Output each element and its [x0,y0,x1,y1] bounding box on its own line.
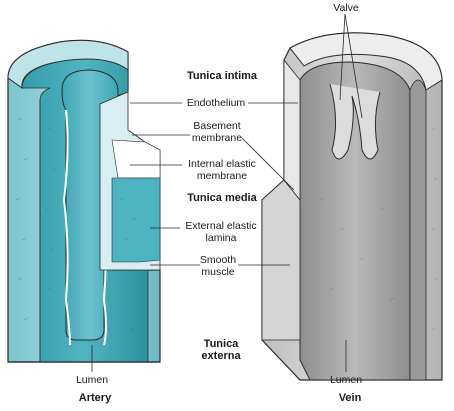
label-external-elastic-1: External elastic [185,220,257,232]
label-lumen-artery: Lumen [75,374,109,386]
label-vein: Vein [338,392,362,404]
label-smooth-muscle-2: muscle [201,266,235,278]
label-artery: Artery [78,392,112,404]
label-internal-elastic-2: membrane [196,170,248,182]
label-tunica-media: Tunica media [187,192,257,204]
label-lumen-vein: Lumen [329,374,363,386]
label-tunica-intima: Tunica intima [186,70,258,82]
leader-lines [91,13,363,372]
label-basement-1: Basement [193,120,241,132]
label-valve: Valve [333,2,359,14]
label-endothelium: Endothelium [186,97,246,109]
label-smooth-muscle-1: Smooth [199,254,237,266]
label-external-elastic-2: lamina [205,232,237,244]
vein-lumen [299,61,411,381]
vein-illustration [261,32,443,381]
label-basement-2: membrane [191,132,243,144]
label-tunica-externa-1: Tunica [203,338,239,350]
vein-valve [329,83,381,160]
artery-illustration [7,39,161,363]
label-tunica-externa-2: externa [201,350,241,362]
label-internal-elastic-1: Internal elastic [188,158,256,170]
